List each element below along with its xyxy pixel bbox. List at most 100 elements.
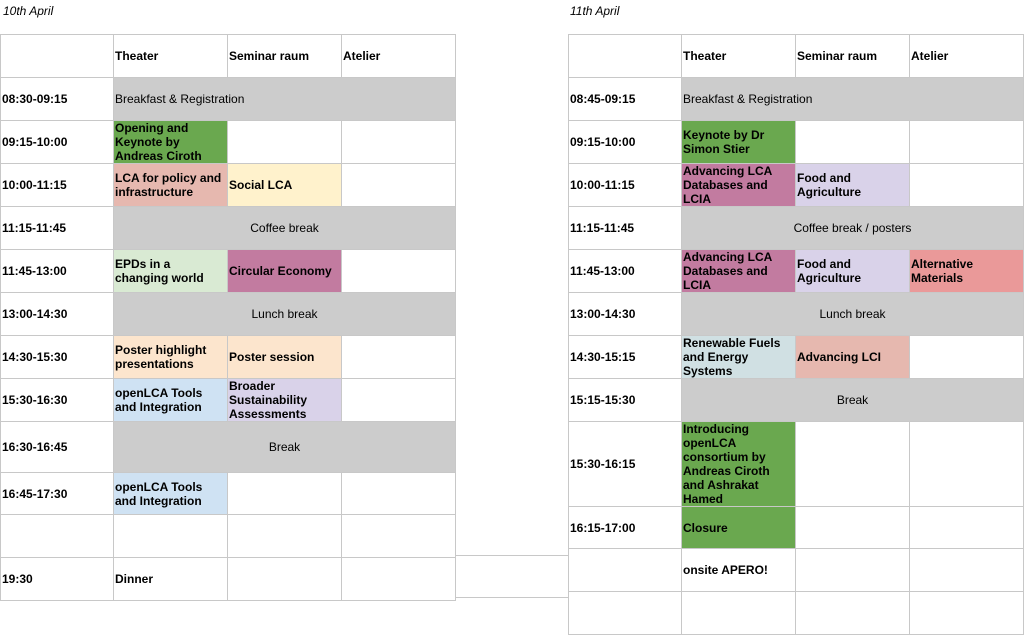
session-cell: LCA for policy and infrastructure xyxy=(113,163,228,207)
session-cell: Introducing openLCA consortium by Andrea… xyxy=(681,421,796,507)
time-slot: 19:30 xyxy=(0,557,114,601)
session-spanning: Lunch break xyxy=(681,292,1024,336)
session-cell: Opening and Keynote by Andreas Ciroth xyxy=(113,120,228,164)
table-gap-border xyxy=(455,555,568,598)
time-slot: 13:00-14:30 xyxy=(568,292,682,336)
session-cell: Social LCA xyxy=(227,163,342,207)
time-slot: 15:30-16:30 xyxy=(0,378,114,422)
column-header xyxy=(568,34,682,78)
time-slot: 08:45-09:15 xyxy=(568,77,682,121)
session-spanning: Breakfast & Registration xyxy=(681,77,1024,121)
time-slot: 14:30-15:30 xyxy=(0,335,114,379)
session-spanning: Break xyxy=(681,378,1024,422)
session-cell xyxy=(795,591,910,635)
session-cell xyxy=(341,249,456,293)
session-cell xyxy=(341,514,456,558)
session-cell: Poster highlight presentations xyxy=(113,335,228,379)
session-cell: openLCA Tools and Integration xyxy=(113,378,228,422)
session-cell xyxy=(909,421,1024,507)
column-header: Atelier xyxy=(341,34,456,78)
session-cell xyxy=(227,557,342,601)
session-cell xyxy=(795,421,910,507)
time-slot: 15:30-16:15 xyxy=(568,421,682,507)
time-slot: 13:00-14:30 xyxy=(0,292,114,336)
session-cell: Food and Agriculture xyxy=(795,163,910,207)
session-cell: Food and Agriculture xyxy=(795,249,910,293)
day-2-title: 11th April xyxy=(570,4,620,18)
session-spanning: Lunch break xyxy=(113,292,456,336)
schedule-row xyxy=(568,591,1024,635)
session-cell xyxy=(341,472,456,515)
session-cell xyxy=(909,120,1024,164)
schedule-row: onsite APERO! xyxy=(568,548,1024,592)
time-slot: 08:30-09:15 xyxy=(0,77,114,121)
session-cell xyxy=(341,557,456,601)
session-spanning: Breakfast & Registration xyxy=(113,77,456,121)
day-1-title: 10th April xyxy=(3,4,54,18)
session-cell xyxy=(227,120,342,164)
session-cell xyxy=(113,514,228,558)
session-cell xyxy=(909,163,1024,207)
session-cell: Advancing LCA Databases and LCIA xyxy=(681,163,796,207)
time-slot: 10:00-11:15 xyxy=(568,163,682,207)
session-cell xyxy=(341,163,456,207)
time-slot xyxy=(0,514,114,558)
session-cell: Dinner xyxy=(113,557,228,601)
session-cell xyxy=(909,548,1024,592)
session-cell xyxy=(795,506,910,549)
session-cell: EPDs in a changing world xyxy=(113,249,228,293)
time-slot: 16:15-17:00 xyxy=(568,506,682,549)
session-cell xyxy=(795,120,910,164)
column-header xyxy=(0,34,114,78)
session-cell: Renewable Fuels and Energy Systems xyxy=(681,335,796,379)
session-cell: Closure xyxy=(681,506,796,549)
column-header: Theater xyxy=(113,34,228,78)
session-cell: Broader Sustainability Assessments xyxy=(227,378,342,422)
time-slot: 10:00-11:15 xyxy=(0,163,114,207)
session-cell xyxy=(909,506,1024,549)
session-cell xyxy=(909,591,1024,635)
session-cell xyxy=(341,378,456,422)
session-spanning: Coffee break xyxy=(113,206,456,250)
session-cell xyxy=(681,591,796,635)
session-cell: openLCA Tools and Integration xyxy=(113,472,228,515)
session-cell: Keynote by Dr Simon Stier xyxy=(681,120,796,164)
time-slot xyxy=(568,591,682,635)
time-slot: 09:15-10:00 xyxy=(568,120,682,164)
column-header: Atelier xyxy=(909,34,1024,78)
schedule-row xyxy=(0,514,456,558)
session-cell xyxy=(795,548,910,592)
time-slot: 16:30-16:45 xyxy=(0,421,114,473)
column-header: Seminar raum xyxy=(795,34,910,78)
session-spanning: Coffee break / posters xyxy=(681,206,1024,250)
time-slot: 11:45-13:00 xyxy=(0,249,114,293)
time-slot: 11:15-11:45 xyxy=(0,206,114,250)
session-cell: Circular Economy xyxy=(227,249,342,293)
time-slot: 09:15-10:00 xyxy=(0,120,114,164)
session-cell xyxy=(341,335,456,379)
session-cell xyxy=(227,472,342,515)
session-cell: Poster session xyxy=(227,335,342,379)
time-slot: 11:45-13:00 xyxy=(568,249,682,293)
session-cell xyxy=(341,120,456,164)
session-cell: onsite APERO! xyxy=(681,548,796,592)
